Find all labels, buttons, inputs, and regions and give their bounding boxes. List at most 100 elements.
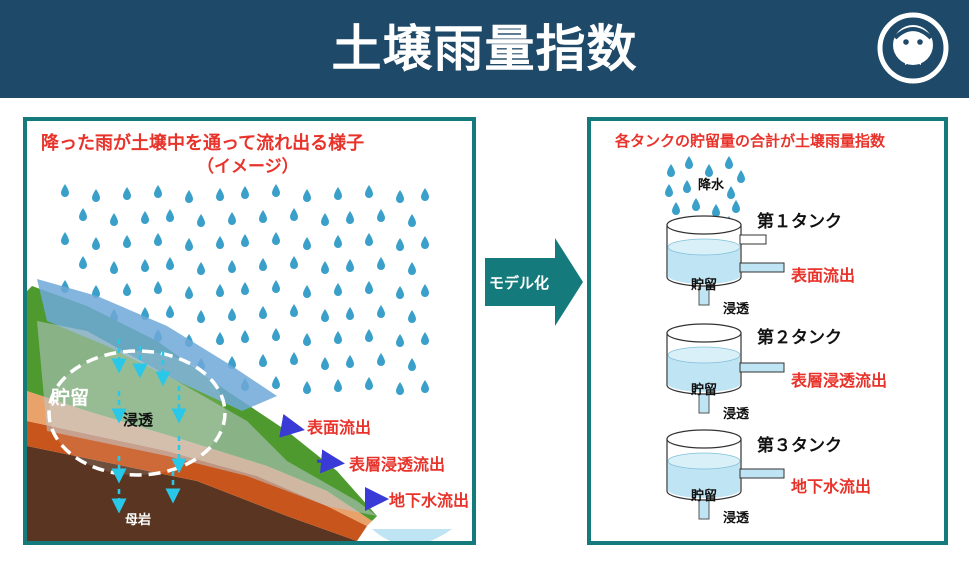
tank-1-name: 第１タンク <box>757 212 842 232</box>
tank-side-pipe <box>739 262 785 273</box>
tank-2-infiltration: 浸透 <box>723 407 750 422</box>
rain-drop-icon <box>110 213 118 226</box>
rain-drop-icon <box>154 185 162 198</box>
rain-drop-icon <box>92 189 100 202</box>
rain-drop-icon <box>396 334 404 347</box>
left-caption-sub: （イメージ） <box>197 157 299 177</box>
rain-drop-icon <box>334 235 342 248</box>
rain-label: 降水 <box>698 178 725 193</box>
rain-drop-icon <box>692 198 700 211</box>
rain-drop-icon <box>166 257 174 270</box>
rain-drop-icon <box>737 170 745 183</box>
rain-drop-icon <box>321 213 329 226</box>
rain-drop-icon <box>725 156 733 169</box>
rain-drop-icon <box>290 304 298 317</box>
rain-drop-icon <box>346 211 354 224</box>
tank-3-outflow: 地下水流出 <box>791 477 872 496</box>
subsoil-layer <box>27 421 367 541</box>
tank-1-outflow: 表面流出 <box>791 266 856 285</box>
outflow-arrows <box>279 414 389 511</box>
rain-drop-icon <box>241 282 249 295</box>
rain-drop-icon <box>228 212 236 225</box>
rain-drop-icon <box>259 210 267 223</box>
rain-drop-icon <box>79 208 87 221</box>
rain-drop-icon <box>321 357 329 370</box>
rain-drop-icon <box>216 236 224 249</box>
rain-drop-icon <box>303 285 311 298</box>
tank-side-pipe <box>739 468 785 479</box>
rain-drop-icon <box>154 281 162 294</box>
storage-label: 貯留 <box>51 387 90 409</box>
tank-water-surface <box>667 238 741 256</box>
pond <box>372 529 452 541</box>
rain-drop-icon <box>421 332 429 345</box>
rain-drop-icon <box>712 204 720 217</box>
rain-drop-icon <box>705 164 713 177</box>
rain-drop-icon <box>272 280 280 293</box>
rain-drop-icon <box>408 310 416 323</box>
tank-3-infiltration: 浸透 <box>723 511 750 526</box>
rain-drop-icon <box>365 233 373 246</box>
rain-drop-icon <box>421 188 429 201</box>
rain-drop-icon <box>421 380 429 393</box>
tank-water-surface <box>667 452 741 470</box>
rain-drop-icon <box>672 202 680 215</box>
tank-water-surface <box>667 346 741 364</box>
groundwater-outflow-label: 地下水流出 <box>389 491 470 510</box>
rain-drop-icon <box>665 184 673 197</box>
rain-drop-icon <box>61 184 69 197</box>
rain-drop-icon <box>241 234 249 247</box>
surface-outflow-label: 表面流出 <box>307 418 372 437</box>
tank-rim <box>666 429 742 449</box>
rain-drop-icon <box>303 381 311 394</box>
rain-drop-icon <box>346 307 354 320</box>
rain-drop-icon <box>377 353 385 366</box>
rain-drop-icon <box>241 186 249 199</box>
rain-drop-icon <box>228 260 236 273</box>
rain-drop-icon <box>365 185 373 198</box>
rain-drop-icon <box>346 259 354 272</box>
rain-drop-icon <box>377 209 385 222</box>
rain-drop-icon <box>123 235 131 248</box>
rain-drop-icon <box>272 328 280 341</box>
right-caption: 各タンクの貯留量の合計が土壌雨量指数 <box>615 132 886 150</box>
soil-image-panel: 降った雨が土壌中を通って流れ出る様子 （イメージ） <box>23 117 476 545</box>
rain-drop-icon <box>396 190 404 203</box>
rain-drop-icon <box>303 333 311 346</box>
rain-drop-icon <box>141 259 149 272</box>
rain-drop-icon <box>727 186 735 199</box>
tank-rim <box>666 215 742 235</box>
tank-3-name: 第３タンク <box>757 436 842 456</box>
tank-2-storage: 貯留 <box>691 383 718 398</box>
left-caption: 降った雨が土壌中を通って流れ出る様子 <box>41 133 365 154</box>
rain-drop-icon <box>732 200 740 213</box>
tank-2-outflow: 表層浸透流出 <box>791 371 888 390</box>
rain-drop-icon <box>346 355 354 368</box>
rain-drop-icon <box>123 283 131 296</box>
rain-drop-icon <box>272 232 280 245</box>
rain-drop-icon <box>110 261 118 274</box>
storage-area-outline <box>47 349 227 477</box>
tank-side-pipe <box>739 362 785 373</box>
rain-drop-icon <box>667 164 675 177</box>
rain-drop-icon <box>185 286 193 299</box>
rain-drop-icon <box>272 184 280 197</box>
rain-drop-icon <box>321 309 329 322</box>
soil-diagram <box>27 184 452 541</box>
rain-drop-icon <box>365 329 373 342</box>
rain-drop-icon <box>141 211 149 224</box>
infiltration-label: 浸透 <box>123 411 154 429</box>
rain-drop-icon <box>334 187 342 200</box>
rain-drop-icon <box>290 352 298 365</box>
mascot-logo-icon <box>877 12 949 84</box>
bedrock-label: 母岩 <box>125 513 152 528</box>
rain-drop-icon <box>334 379 342 392</box>
tank-stack <box>666 215 785 520</box>
rain-drop-icon <box>197 310 205 323</box>
tank-overflow-pipe <box>739 234 767 245</box>
rain-drop-icon <box>61 232 69 245</box>
rain-drop-icon <box>154 233 162 246</box>
rain-drop-icon <box>377 305 385 318</box>
rain-drop-icon <box>685 156 693 169</box>
rain-drop-icon <box>259 354 267 367</box>
